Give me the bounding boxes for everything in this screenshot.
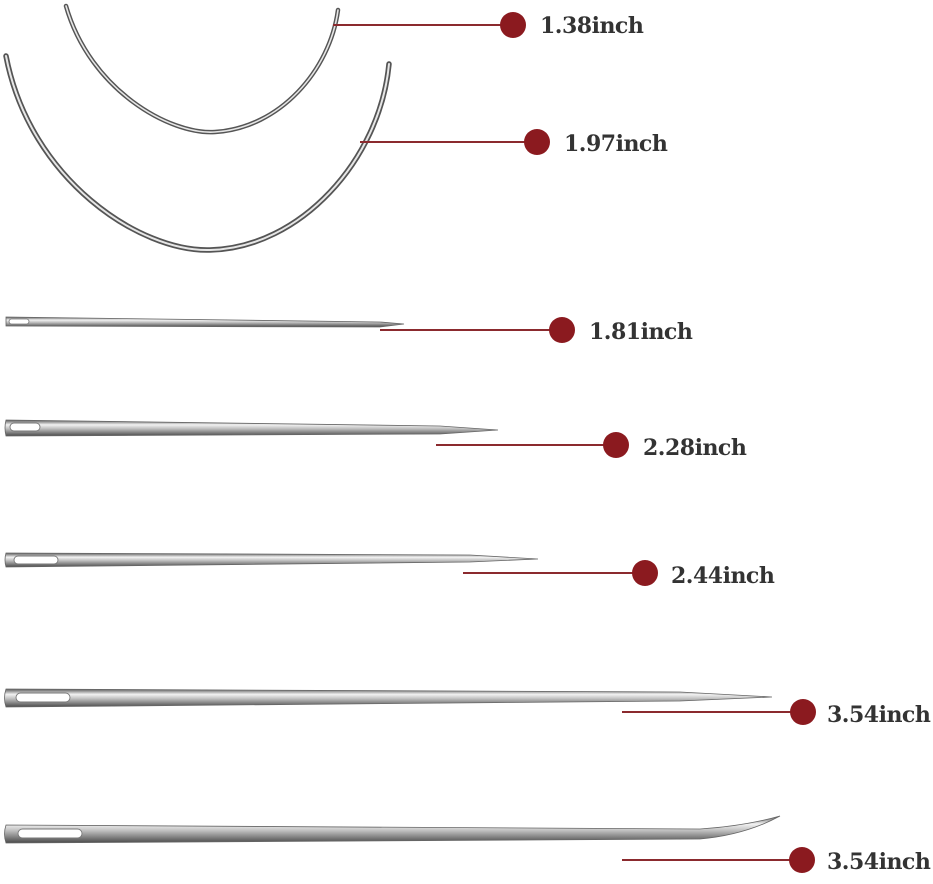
marker-dot-2 xyxy=(524,129,550,155)
straight-needle-2 xyxy=(4,419,499,437)
straight-needle-4 xyxy=(4,688,773,708)
curved-needle-small xyxy=(63,3,341,135)
length-label-7: 3.54inch xyxy=(827,849,931,875)
bent-tip-needle xyxy=(4,815,781,844)
markers xyxy=(500,12,816,873)
leader-lines xyxy=(333,24,802,861)
marker-dot-6 xyxy=(790,699,816,725)
straight-needle-3 xyxy=(4,552,539,568)
marker-dot-4 xyxy=(603,432,629,458)
length-label-3: 1.81inch xyxy=(589,319,693,345)
length-label-5: 2.44inch xyxy=(671,563,775,589)
marker-dot-7 xyxy=(789,847,815,873)
length-label-2: 1.97inch xyxy=(564,131,668,157)
straight-needle-1 xyxy=(5,316,405,328)
marker-dot-5 xyxy=(632,560,658,586)
length-label-4: 2.28inch xyxy=(643,435,747,461)
curved-needle-large xyxy=(3,53,392,253)
length-label-6: 3.54inch xyxy=(827,702,931,728)
marker-dot-1 xyxy=(500,12,526,38)
marker-dot-3 xyxy=(549,317,575,343)
length-label-1: 1.38inch xyxy=(540,13,644,39)
